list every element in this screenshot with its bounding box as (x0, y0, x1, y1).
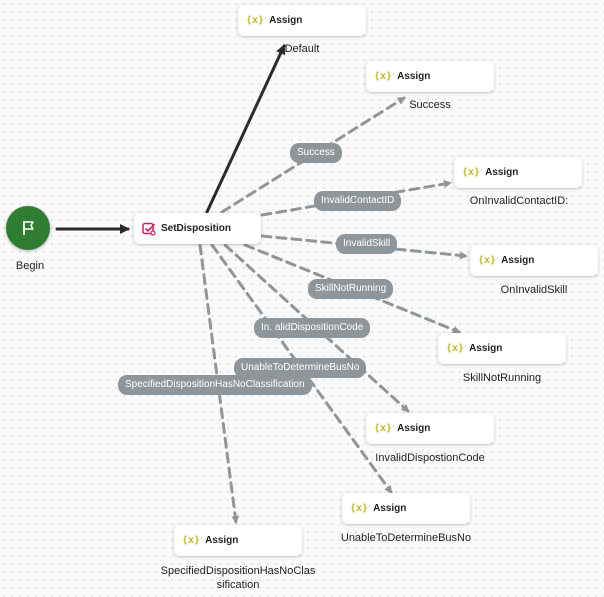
variable-icon: {x} (350, 503, 369, 514)
setdisposition-node[interactable]: SetDisposition (134, 213, 261, 244)
assign-node-invalid-disposition-code[interactable]: {x} Assign (366, 413, 494, 444)
assign-caption-invalid-skill: OnInvalidSkill (500, 284, 568, 296)
assign-caption-default: Default (284, 43, 320, 55)
disposition-icon (142, 222, 156, 236)
assign-node-skill-not-running[interactable]: {x} Assign (438, 333, 566, 364)
variable-icon: {x} (462, 167, 481, 178)
begin-caption: Begin (15, 260, 45, 272)
variable-icon: {x} (446, 343, 465, 354)
edge-label-invalid-contact-id[interactable]: InvalidContactID (314, 191, 402, 211)
assign-label: Assign (485, 167, 519, 178)
assign-node-unable-to-determine[interactable]: {x} Assign (342, 493, 470, 524)
assign-label: Assign (469, 343, 503, 354)
assign-caption-specified-disposition-line2: sification (216, 579, 260, 591)
assign-caption-success: Success (409, 99, 451, 111)
assign-node-invalid-contact-id[interactable]: {x} Assign (454, 157, 582, 188)
edge-label-invalid-disposition-code[interactable]: In. alidDispositionCode (254, 318, 371, 338)
flag-icon (23, 221, 34, 235)
assign-node-default[interactable]: {x} Assign (238, 5, 366, 36)
edge-invalid-skill (260, 234, 468, 260)
assign-caption-skill-not-running: SkillNotRunning (462, 372, 542, 384)
setdisposition-label: SetDisposition (161, 223, 232, 234)
assign-label: Assign (205, 535, 239, 546)
edge-label-specified-disposition[interactable]: SpecifiedDispositionHasNoClassification (118, 375, 312, 395)
assign-label: Assign (373, 503, 407, 514)
edge-label-skill-not-running[interactable]: SkillNotRunning (308, 279, 394, 299)
assign-node-specified-disposition[interactable]: {x} Assign (174, 525, 302, 556)
edge-label-invalid-skill[interactable]: InvalidSkill (336, 234, 398, 254)
variable-icon: {x} (478, 255, 497, 266)
assign-node-success[interactable]: {x} Assign (366, 61, 494, 92)
edge-skill-not-running (243, 243, 461, 334)
edge-label-success[interactable]: Success (290, 143, 342, 163)
assign-label: Assign (501, 255, 535, 266)
edge-default (205, 44, 286, 214)
variable-icon: {x} (246, 15, 265, 26)
assign-label: Assign (397, 71, 431, 82)
assign-node-invalid-skill[interactable]: {x} Assign (470, 245, 598, 276)
assign-caption-specified-disposition-line1: SpecifiedDispositionHasNoClas (160, 565, 316, 577)
assign-caption-invalid-disposition-code: InvalidDispostionCode (375, 452, 485, 464)
assign-caption-invalid-contact-id: OnInvalidContactID: (469, 195, 569, 207)
assign-label: Assign (397, 423, 431, 434)
variable-icon: {x} (374, 423, 393, 434)
variable-icon: {x} (182, 535, 201, 546)
begin-node[interactable] (6, 206, 50, 250)
edge-label-unable-to-determine[interactable]: UnableToDetermineBusNo (234, 358, 367, 378)
assign-caption-unable-to-determine: UnableToDetermineBusNo (340, 532, 472, 544)
assign-label: Assign (269, 15, 303, 26)
variable-icon: {x} (374, 71, 393, 82)
